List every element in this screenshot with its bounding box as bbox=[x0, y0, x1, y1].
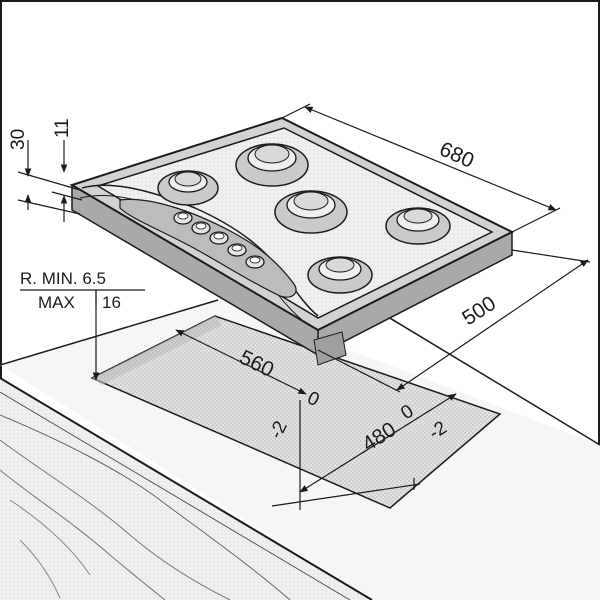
height-total-label: 30 bbox=[8, 129, 29, 150]
height-glass-label: 11 bbox=[52, 118, 73, 138]
clearance-max-label: MAX bbox=[38, 293, 75, 312]
burner-left bbox=[158, 171, 218, 205]
hob-width-label: 680 bbox=[436, 138, 477, 173]
knob bbox=[192, 222, 210, 234]
clearance-max-value: 16 bbox=[102, 293, 121, 312]
burner-front bbox=[308, 257, 372, 293]
knob bbox=[210, 232, 228, 244]
burner-rear-large bbox=[236, 144, 308, 186]
knob bbox=[246, 256, 264, 268]
knob bbox=[228, 244, 246, 256]
clearance-min-label: R. MIN. 6.5 bbox=[20, 269, 106, 288]
burner-right bbox=[386, 208, 450, 244]
knob bbox=[174, 212, 192, 224]
burner-center bbox=[275, 191, 347, 233]
